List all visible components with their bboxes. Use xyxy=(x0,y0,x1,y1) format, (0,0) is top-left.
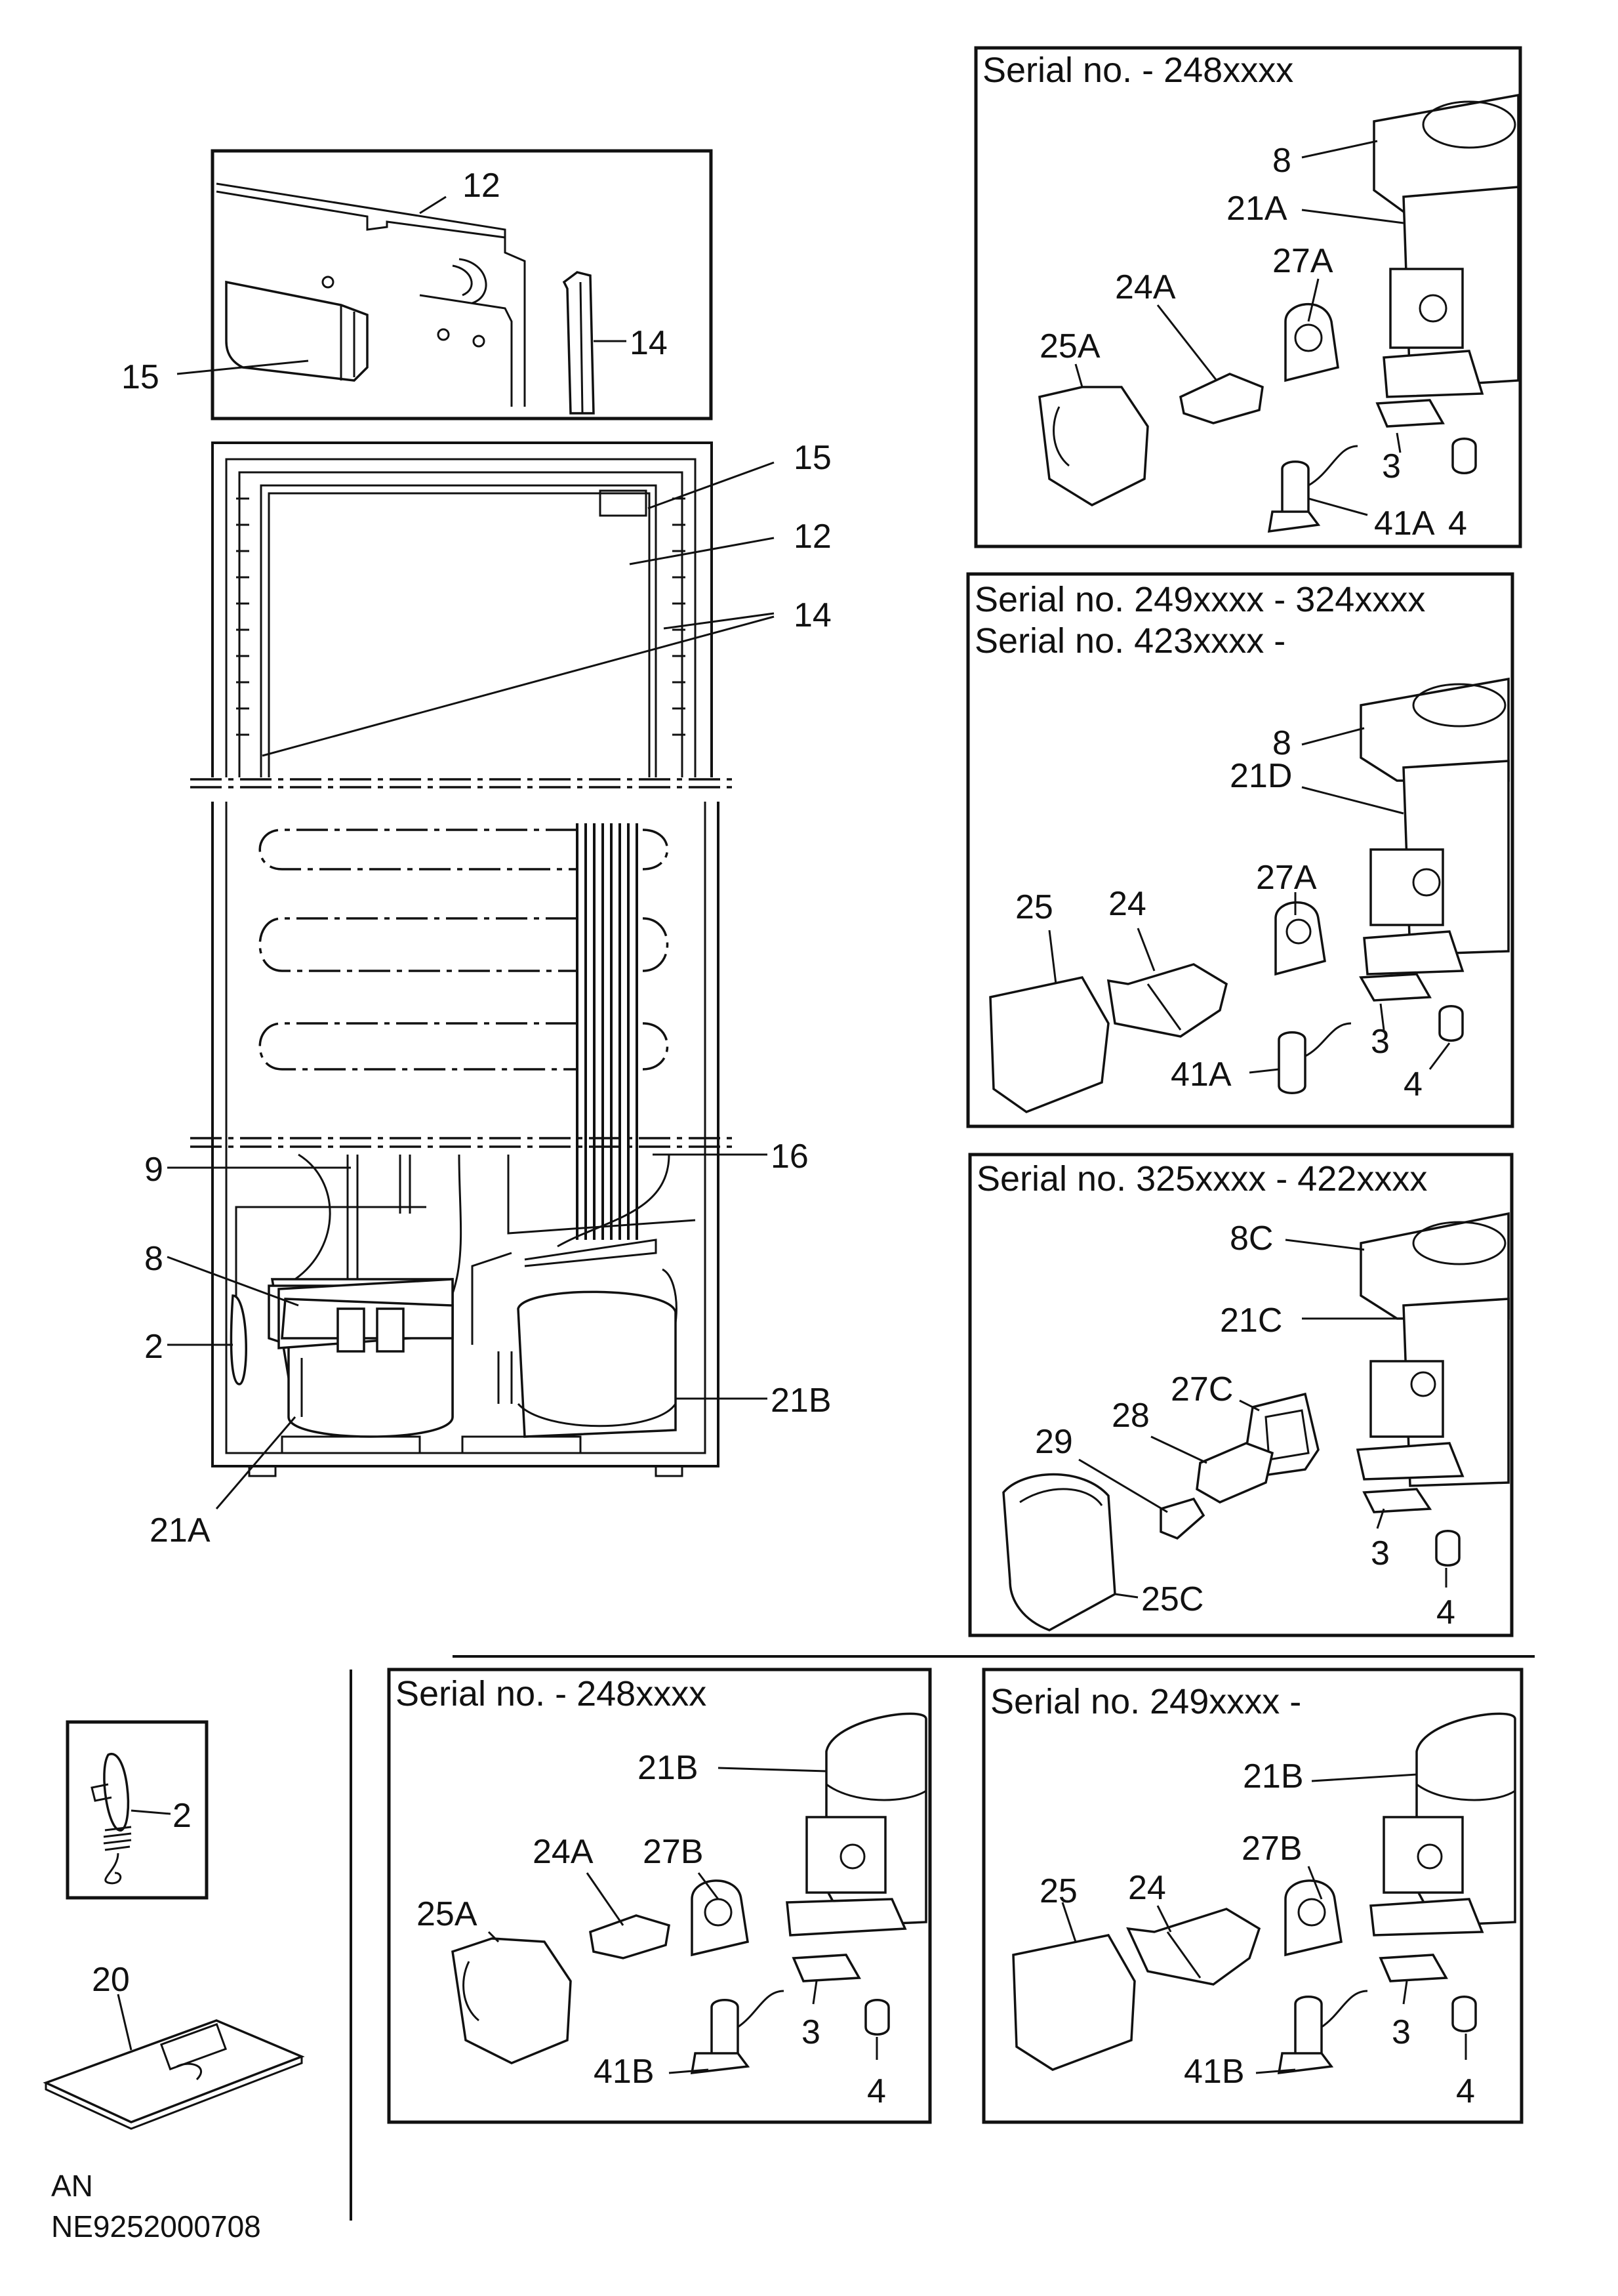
panel-b2-label-27b: 27B xyxy=(1242,1830,1303,1868)
panel-c-label-25c: 25C xyxy=(1141,1580,1203,1618)
panel-a-label-4: 4 xyxy=(1448,504,1467,543)
panel-compressor-b2: Serial no. 249xxxx - 21B 27B 25 24 3 41B… xyxy=(982,1668,1524,2124)
panel-a-title: Serial no. - 248xxxx xyxy=(982,51,1293,90)
panel-c-label-28: 28 xyxy=(1112,1397,1150,1435)
label-15-top: 15 xyxy=(121,358,159,396)
panel-d-label-24: 24 xyxy=(1108,885,1146,923)
panel-c-label-29: 29 xyxy=(1035,1423,1073,1461)
panel-b1-label-4: 4 xyxy=(867,2072,886,2110)
label-21b-main: 21B xyxy=(771,1382,832,1420)
panel-c-label-21c: 21C xyxy=(1220,1302,1282,1340)
panel-d-label-3: 3 xyxy=(1371,1023,1390,1061)
panel-d-label-21d: 21D xyxy=(1230,757,1292,795)
panel-a-label-8: 8 xyxy=(1272,142,1291,180)
panel-b2-label-25: 25 xyxy=(1040,1872,1078,1910)
thermostat-probe-inset: 2 xyxy=(66,1720,209,1900)
panel-compressor-b1: Serial no. - 248xxxx 21B 24A 27B 25A 3 4… xyxy=(387,1668,932,2124)
panel-c-label-3: 3 xyxy=(1371,1534,1390,1572)
panel-c-label-27c: 27C xyxy=(1171,1370,1233,1408)
panel-compressor-a: Serial no. - 248xxxx 8 21A 27A 24A xyxy=(974,46,1522,548)
panel-b2-label-24: 24 xyxy=(1128,1869,1166,1907)
label-12-cabinet: 12 xyxy=(794,518,832,556)
panel-b2-label-41b: 41B xyxy=(1184,2053,1245,2091)
panel-d-label-27a: 27A xyxy=(1256,859,1317,897)
instruction-manual: 20 xyxy=(43,1961,305,2130)
panel-compressor-d: Serial no. 249xxxx - 324xxxx Serial no. … xyxy=(966,572,1514,1128)
panel-d-label-25: 25 xyxy=(1015,888,1053,926)
panel-d-label-4: 4 xyxy=(1404,1065,1423,1103)
panel-a-label-25a: 25A xyxy=(1040,327,1101,365)
cabinet-lower: 16 9 8 2 21B 21A xyxy=(144,802,832,1549)
footer-code-number: NE9252000708 xyxy=(51,2209,261,2244)
panel-b1-label-3: 3 xyxy=(801,2013,820,2051)
label-14-cabinet: 14 xyxy=(794,596,832,634)
label-2-main: 2 xyxy=(144,1328,163,1366)
panel-b1-label-24a: 24A xyxy=(533,1833,594,1871)
panel-b2-label-3: 3 xyxy=(1392,2013,1411,2051)
panel-b1-label-25a: 25A xyxy=(416,1895,477,1933)
label-21a-main: 21A xyxy=(150,1511,211,1549)
thermostat-label-2: 2 xyxy=(172,1797,192,1835)
panel-a-label-3: 3 xyxy=(1382,447,1401,485)
panel-d-label-8: 8 xyxy=(1272,724,1291,762)
panel-a-label-24a: 24A xyxy=(1115,268,1176,306)
panel-d-title-2: Serial no. 423xxxx - xyxy=(975,621,1285,661)
panel-b1-label-41b: 41B xyxy=(594,2053,655,2091)
label-16: 16 xyxy=(771,1138,809,1176)
panel-b2-title: Serial no. 249xxxx - xyxy=(990,1682,1301,1721)
label-14-top: 14 xyxy=(630,324,668,362)
cabinet-upper: 15 12 14 xyxy=(190,439,832,789)
label-9: 9 xyxy=(144,1151,163,1189)
panel-b2-label-21b: 21B xyxy=(1243,1757,1304,1795)
panel-b2-label-4: 4 xyxy=(1456,2072,1475,2110)
panel-c-label-4: 4 xyxy=(1436,1593,1455,1631)
panel-compressor-c: Serial no. 325xxxx - 422xxxx 8C 21C 27C … xyxy=(968,1153,1514,1637)
panel-b1-label-27b: 27B xyxy=(643,1833,704,1871)
footer-code-an: AN xyxy=(51,2169,93,2203)
label-15-cabinet: 15 xyxy=(794,439,832,477)
panel-a-label-41a: 41A xyxy=(1374,504,1435,543)
panel-c-label-8c: 8C xyxy=(1230,1220,1273,1258)
panel-b1-title: Serial no. - 248xxxx xyxy=(395,1674,706,1713)
label-8-main: 8 xyxy=(144,1240,163,1278)
manual-label-20: 20 xyxy=(92,1961,130,1999)
top-inset: 12 14 15 xyxy=(121,149,713,420)
panel-d-title-1: Serial no. 249xxxx - 324xxxx xyxy=(975,580,1425,619)
label-12-top: 12 xyxy=(462,167,500,205)
panel-b1-label-21b: 21B xyxy=(637,1749,698,1787)
panel-a-label-27a: 27A xyxy=(1272,242,1333,280)
panel-a-label-21a: 21A xyxy=(1226,190,1287,228)
panel-d-label-41a: 41A xyxy=(1171,1056,1232,1094)
panel-c-title: Serial no. 325xxxx - 422xxxx xyxy=(977,1159,1427,1199)
